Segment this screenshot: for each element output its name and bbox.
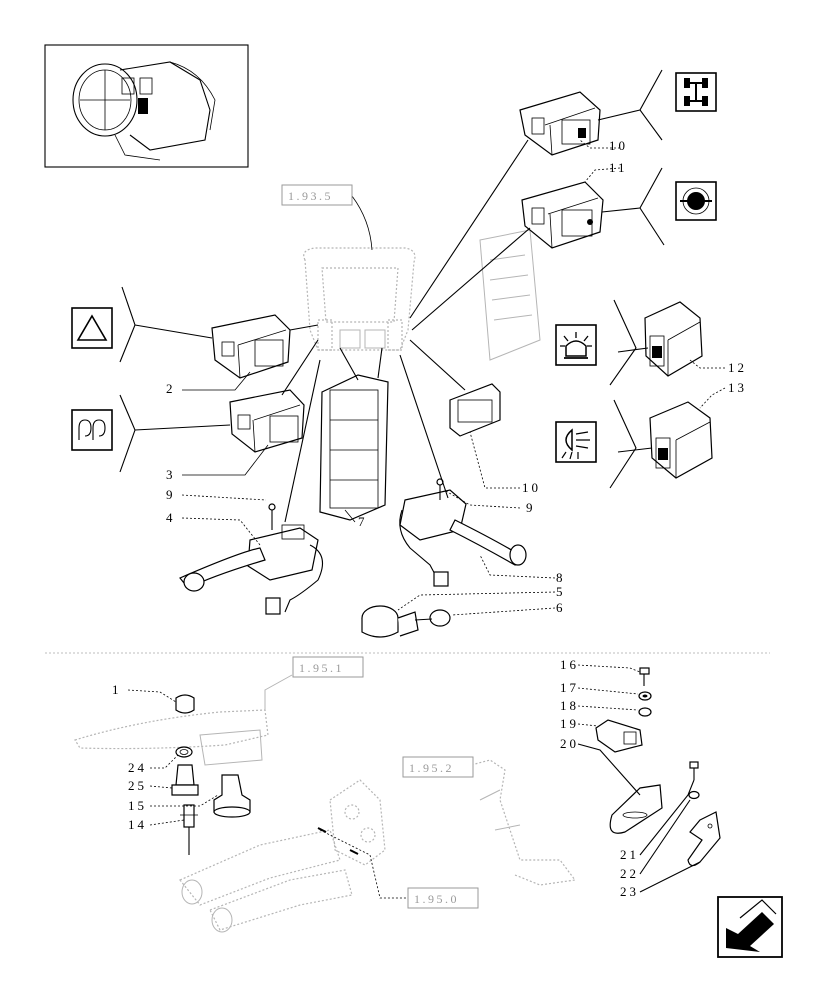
ignition-key-6 xyxy=(414,609,451,627)
rotating-beacon-icon xyxy=(555,324,597,366)
part-16-screw xyxy=(639,667,650,686)
reference-1-95-1[interactable]: 1.95.1 xyxy=(292,656,364,678)
part-15-switch xyxy=(213,774,251,818)
label-8: 8 xyxy=(556,570,566,585)
label-17: 17 xyxy=(560,680,579,695)
part-20-bracket xyxy=(609,784,663,834)
glow-plug-icon xyxy=(71,409,113,451)
label-20: 20 xyxy=(560,736,579,751)
label-21: 21 xyxy=(620,847,639,862)
label-12: 12 xyxy=(728,360,747,375)
connection-lines xyxy=(281,139,531,523)
part-14-sensor xyxy=(180,804,198,855)
switch-13-work-light xyxy=(649,401,713,479)
part-number-labels: 10 11 2 3 9 4 7 10 9 8 5 6 12 13 1 24 25… xyxy=(112,138,747,899)
switch-12-beacon xyxy=(644,301,703,377)
label-2: 2 xyxy=(166,381,176,396)
label-4: 4 xyxy=(166,510,176,525)
work-light-icon xyxy=(555,421,597,463)
four-wheel-drive-icon xyxy=(675,72,717,112)
label-10: 10 xyxy=(609,138,628,153)
label-15: 15 xyxy=(128,798,147,813)
lower-ghost-mechanism xyxy=(74,674,577,933)
reference-1-93-5[interactable]: 1.93.5 xyxy=(281,184,353,206)
switch-10-four-wheel-drive xyxy=(519,91,601,156)
reference-1-95-0[interactable]: 1.95.0 xyxy=(407,887,479,909)
switch-11-differential-lock xyxy=(521,181,604,249)
part-19-switch xyxy=(595,719,643,753)
label-25: 25 xyxy=(128,778,147,793)
switch-3-glow-plug xyxy=(229,389,305,453)
label-leaders-upper xyxy=(181,139,726,616)
label-11: 11 xyxy=(609,160,628,175)
part-21-screw xyxy=(689,761,699,780)
label-24: 24 xyxy=(128,760,147,775)
part-18-nut xyxy=(638,707,652,717)
inset-thumbnail xyxy=(44,44,249,168)
label-22: 22 xyxy=(620,866,639,881)
label-14: 14 xyxy=(128,817,147,832)
reference-1-95-2[interactable]: 1.95.2 xyxy=(402,756,474,778)
label-leaders-lower xyxy=(127,664,701,893)
part-25-switch xyxy=(171,764,199,796)
label-9-right: 9 xyxy=(526,500,536,515)
warning-triangle-icon xyxy=(71,307,113,349)
part-22-washer xyxy=(688,790,700,800)
label-18: 18 xyxy=(560,698,579,713)
combination-switch-8 xyxy=(399,478,527,587)
reference-label: 1.93.5 xyxy=(288,189,333,203)
switch-2-hazard xyxy=(211,314,291,379)
reference-label: 1.95.2 xyxy=(409,761,454,775)
label-13: 13 xyxy=(728,380,747,395)
label-5: 5 xyxy=(556,584,566,599)
part-23-lever xyxy=(687,811,721,867)
ignition-switch-5 xyxy=(361,605,419,638)
label-6: 6 xyxy=(556,600,566,615)
part-17-washer xyxy=(638,691,652,701)
reference-label: 1.95.1 xyxy=(299,661,344,675)
label-7: 7 xyxy=(358,514,368,529)
reference-label: 1.95.0 xyxy=(414,892,459,906)
label-1: 1 xyxy=(112,682,122,697)
label-16: 16 xyxy=(560,657,579,672)
label-19: 19 xyxy=(560,716,579,731)
dashboard-outline xyxy=(303,229,541,361)
next-page-arrow-icon[interactable] xyxy=(717,896,783,958)
icon-leader-lines xyxy=(119,69,665,489)
differential-lock-icon xyxy=(675,181,717,221)
label-23: 23 xyxy=(620,884,639,899)
label-9: 9 xyxy=(166,487,176,502)
panel-7 xyxy=(319,374,389,521)
combination-switch-4 xyxy=(179,503,324,615)
label-3: 3 xyxy=(166,467,176,482)
part-24-washer xyxy=(175,746,193,758)
label-10-lower: 10 xyxy=(522,480,541,495)
lamp-10 xyxy=(449,383,501,437)
part-1-cap xyxy=(175,694,195,714)
